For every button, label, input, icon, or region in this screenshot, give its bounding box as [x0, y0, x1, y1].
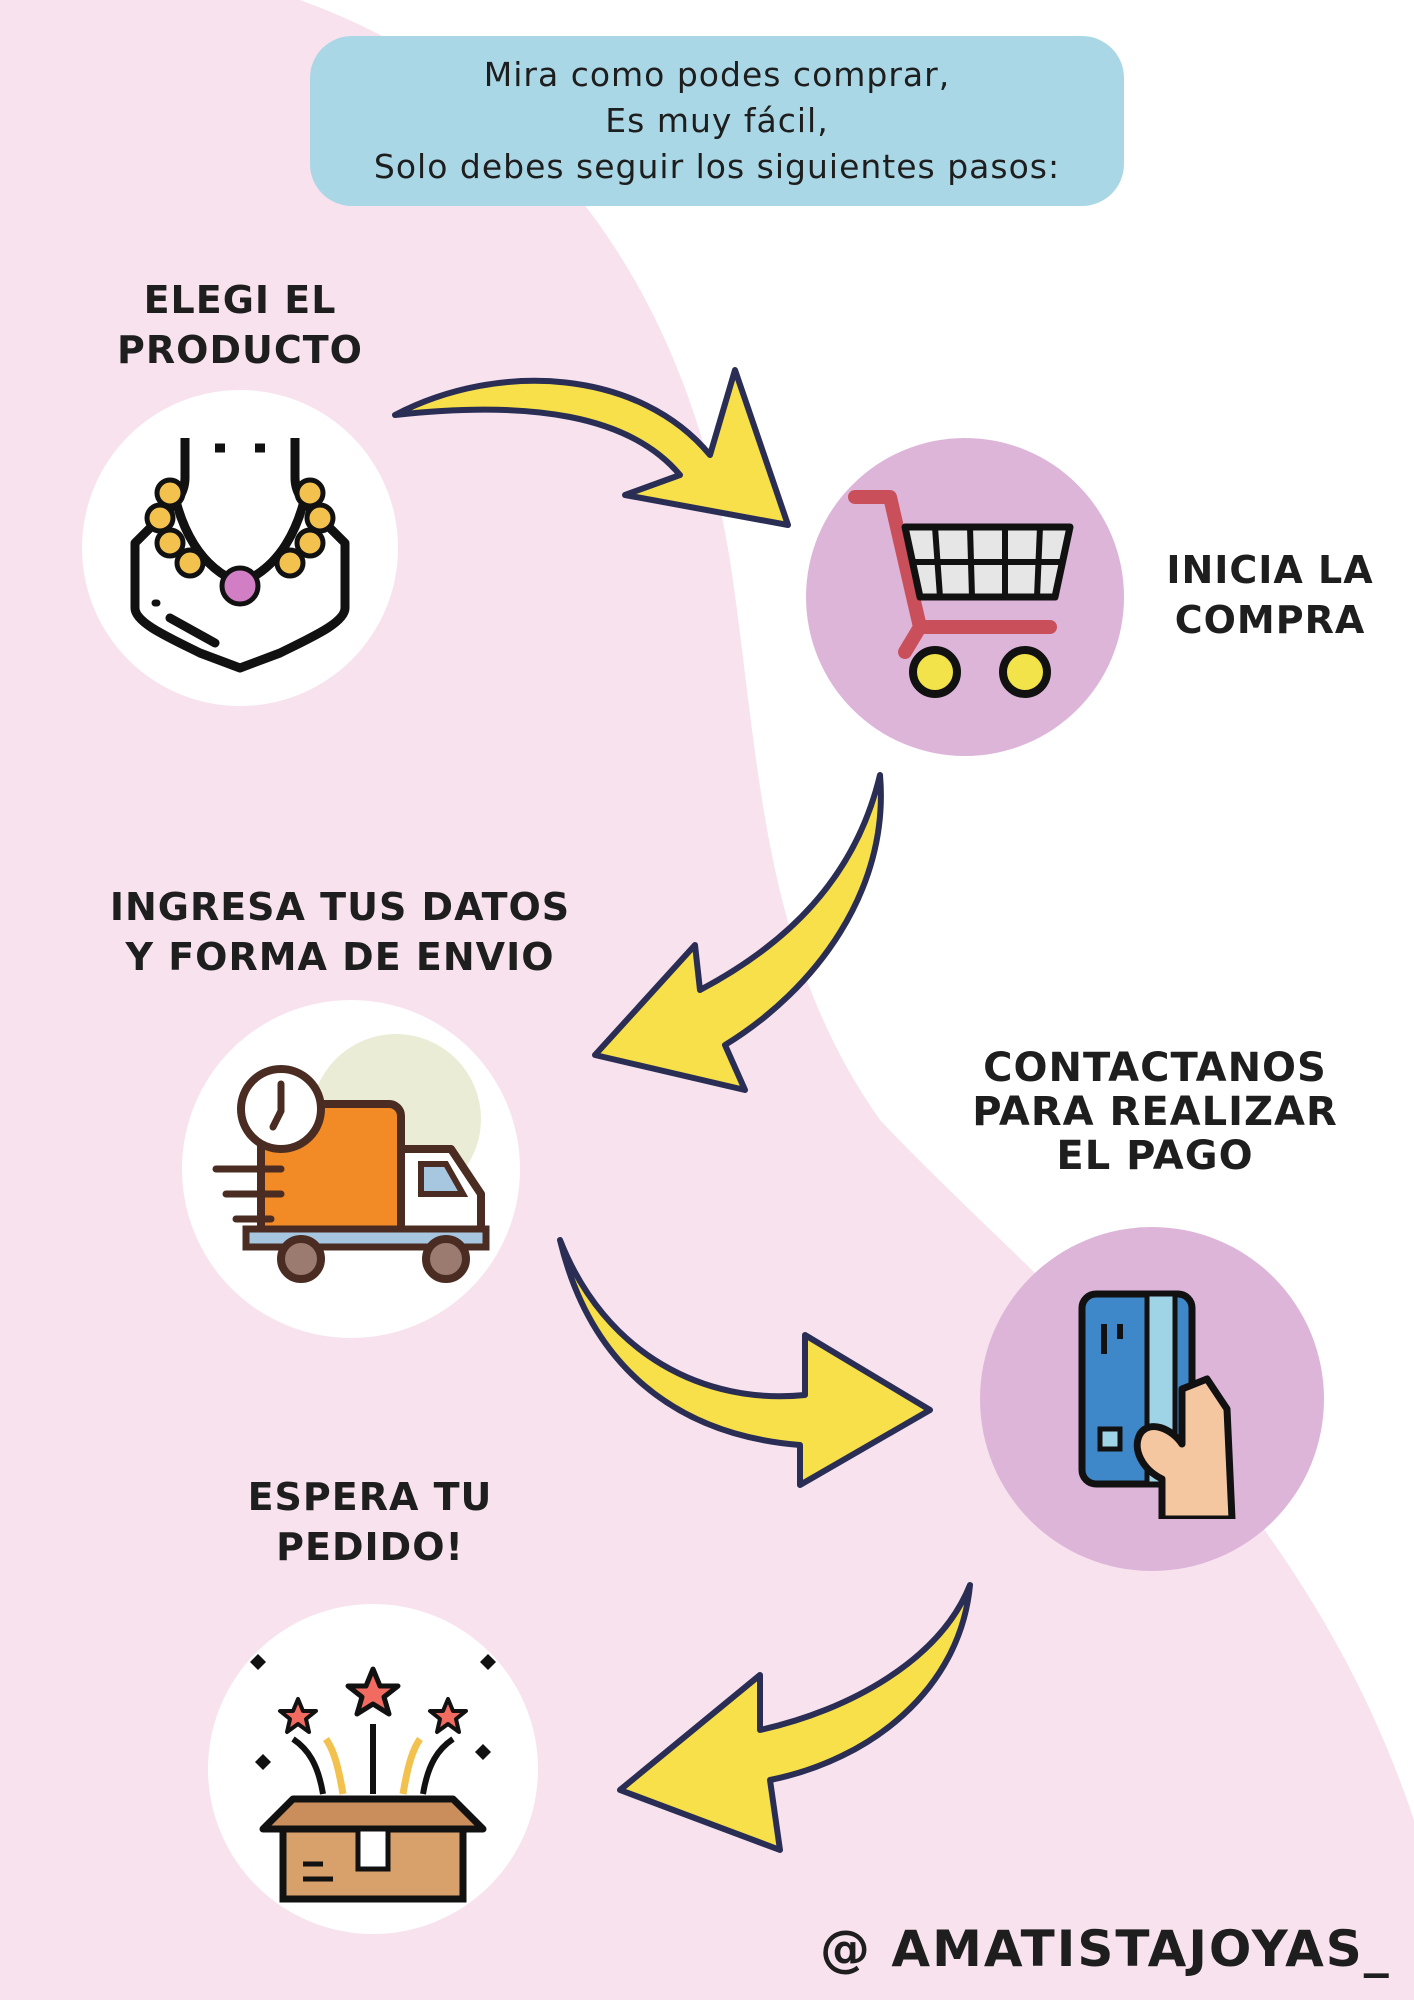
banner-line: Solo debes seguir los siguientes pasos:	[373, 147, 1061, 186]
step-5-line: PEDIDO!	[276, 1525, 464, 1569]
step-2-label: INICIA LA COMPRA	[1140, 545, 1400, 645]
arrow-4	[617, 1582, 973, 1853]
arrow-1	[392, 367, 791, 528]
step-1-label: ELEGI EL PRODUCTO	[90, 275, 390, 375]
step-1-line: PRODUCTO	[117, 328, 363, 372]
shopping-cart-icon	[848, 490, 1074, 698]
step-2-line: COMPRA	[1174, 598, 1366, 642]
instagram-handle: @ AMATISTAJOYAS_	[820, 1920, 1391, 1978]
necklace-icon	[130, 438, 350, 673]
credit-card-hand-icon	[1078, 1290, 1236, 1519]
banner-line: Mira como podes comprar,	[483, 55, 951, 94]
step-4-line: PARA REALIZAR	[972, 1089, 1338, 1135]
step-3-label: INGRESA TUS DATOS Y FORMA DE ENVIO	[100, 882, 580, 982]
banner-line: Es muy fácil,	[605, 101, 829, 140]
step-4-label: CONTACTANOS PARA REALIZAR EL PAGO	[970, 1046, 1340, 1178]
step-2-line: INICIA LA	[1166, 548, 1374, 592]
step-1-circle	[82, 390, 398, 706]
step-3-line: INGRESA TUS DATOS	[109, 885, 571, 929]
delivery-truck-icon	[212, 1034, 490, 1283]
step-5-line: ESPERA TU	[247, 1475, 493, 1519]
arrow-2	[592, 772, 884, 1093]
arrow-3	[557, 1237, 933, 1488]
step-3-circle	[182, 1000, 520, 1338]
step-4-line: EL PAGO	[1056, 1133, 1254, 1179]
step-3-line: Y FORMA DE ENVIO	[125, 935, 555, 979]
instructions-banner: Mira como podes comprar, Es muy fácil, S…	[310, 36, 1124, 206]
gift-box-icon	[250, 1654, 496, 1903]
step-5-circle	[208, 1604, 538, 1934]
step-1-line: ELEGI EL	[143, 278, 337, 322]
step-2-circle	[806, 438, 1124, 756]
step-4-line: CONTACTANOS	[983, 1045, 1327, 1091]
step-4-circle	[980, 1227, 1324, 1571]
step-5-label: ESPERA TU PEDIDO!	[230, 1472, 510, 1572]
